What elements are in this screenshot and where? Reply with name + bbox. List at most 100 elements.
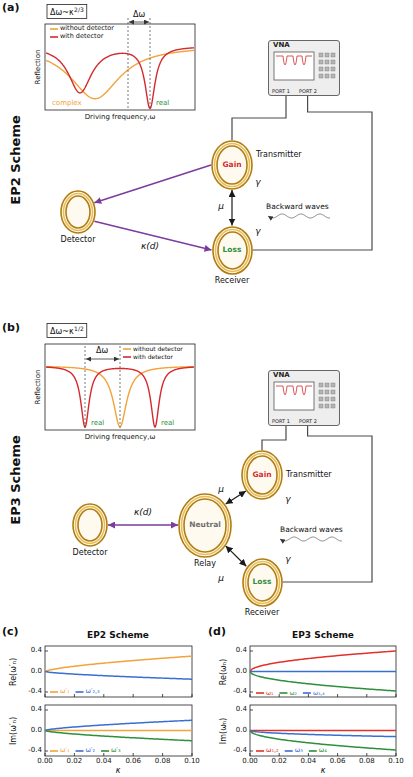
plot-frame [45,344,195,430]
axis-title: Reflection [35,50,43,85]
tick-mark [74,694,75,697]
axis-title: κ [321,767,326,776]
guide-line [128,18,129,110]
analyzer-button [319,390,323,394]
legend-line-sample [50,28,58,30]
coupling-label: μ [217,574,225,584]
tick-mark [45,692,48,693]
legend-line-sample [256,692,264,694]
tick-mark [162,694,163,697]
plot-title-exponent: 2/3 [74,7,84,14]
tick-mark [162,753,163,756]
coupling-arrow [231,190,232,226]
tick-mark [366,694,367,697]
coil-winding [213,227,252,274]
tick-label: 0.0 [236,727,247,735]
coil-winding [247,456,277,494]
tick-label: 0.4 [236,647,247,655]
coupling-label: μ [217,202,225,212]
analyzer-button [325,67,329,71]
coil-winding [218,232,247,269]
coil-winding [217,146,247,184]
coupling-label: μ [217,485,225,495]
coil-winding [66,196,90,228]
wave-label: Backward waves [266,203,329,211]
tick-label: 0.0 [31,668,42,676]
tick-mark [74,753,75,756]
eigenvalue-curve [45,720,192,730]
legend-entry: ω′₁ [60,747,70,754]
panel-label: (a) [2,2,19,14]
legend-entry: ω₁ [266,690,273,697]
analyzer-drawing [269,41,339,95]
analyzer-button [325,53,329,57]
eigenvalue-curve [250,731,396,737]
analyzer-button [319,383,323,387]
legend-entry: ω₄ [319,747,327,754]
tick-mark [45,751,48,752]
tick-mark [45,753,46,756]
tick-mark [250,692,253,693]
tick-mark [396,753,397,756]
guide-line [150,18,151,110]
curve-note: real [91,420,104,428]
guide-line [85,346,86,430]
coil-winding [184,499,226,552]
legend-entry: ω₂ [289,690,296,697]
plot-frame [250,646,396,697]
legend-line-sample [50,750,58,752]
plot-title: Δω~κ [50,328,74,337]
eigenvalue-curve [250,651,396,672]
coil-node: LossReceiver [212,226,253,275]
tick-label: 0.4 [31,647,42,655]
splitting-arrow [86,359,119,360]
analyzer-screen [274,382,314,410]
coil-winding [242,451,282,499]
tick-mark [192,753,193,756]
tick-mark [45,710,48,711]
tick-label: -0.4 [28,747,42,755]
coil-winding [212,141,252,189]
analyzer-button [325,60,329,64]
legend-line-sample [101,750,109,752]
tick-mark [250,710,253,711]
node-heading: Transmitter [286,471,332,480]
tick-label: 0.00 [37,758,53,766]
coil-node: GainTransmitter [211,140,253,190]
axis-title: Re(ω′ₙ) [10,657,19,685]
node-heading: Detector [73,549,108,558]
tick-mark [250,651,253,652]
reflection-curve [46,48,194,109]
wave-symbol [280,537,342,541]
analyzer-button [325,383,329,387]
coil-winding [61,191,95,233]
axis-title: Driving frequency,ω [85,114,156,122]
eigenvalue-curve [45,730,192,732]
coil-node: Detector [60,190,96,234]
curve-note: real [156,100,169,108]
wave-symbol [268,214,330,218]
coil-winding [182,496,229,554]
analyzer-button [331,67,335,71]
splitting-arrow [129,22,149,23]
analyzer-button [319,404,323,408]
coil-winding [179,494,231,557]
tick-label: 0.00 [242,758,258,766]
coil-label: Loss [223,246,242,254]
legend-line-sample [285,750,293,752]
port-label: PORT 1 [272,419,290,425]
coil-winding [215,144,250,187]
legend-line-sample [303,692,311,694]
coil-node: Detector [72,503,108,547]
analyzer-button [319,60,323,64]
tick-label: 0.10 [184,758,200,766]
legend-line-sample [123,356,131,358]
analyzer-box: VNAPORT 1PORT 2 [268,40,340,96]
coupling-link [108,524,178,526]
legend-line-sample [50,691,58,693]
axis-title: Im(ωₙ) [220,717,229,743]
legend-line-sample [76,691,84,693]
tick-label: 0.4 [236,706,247,714]
tick-mark [308,753,309,756]
